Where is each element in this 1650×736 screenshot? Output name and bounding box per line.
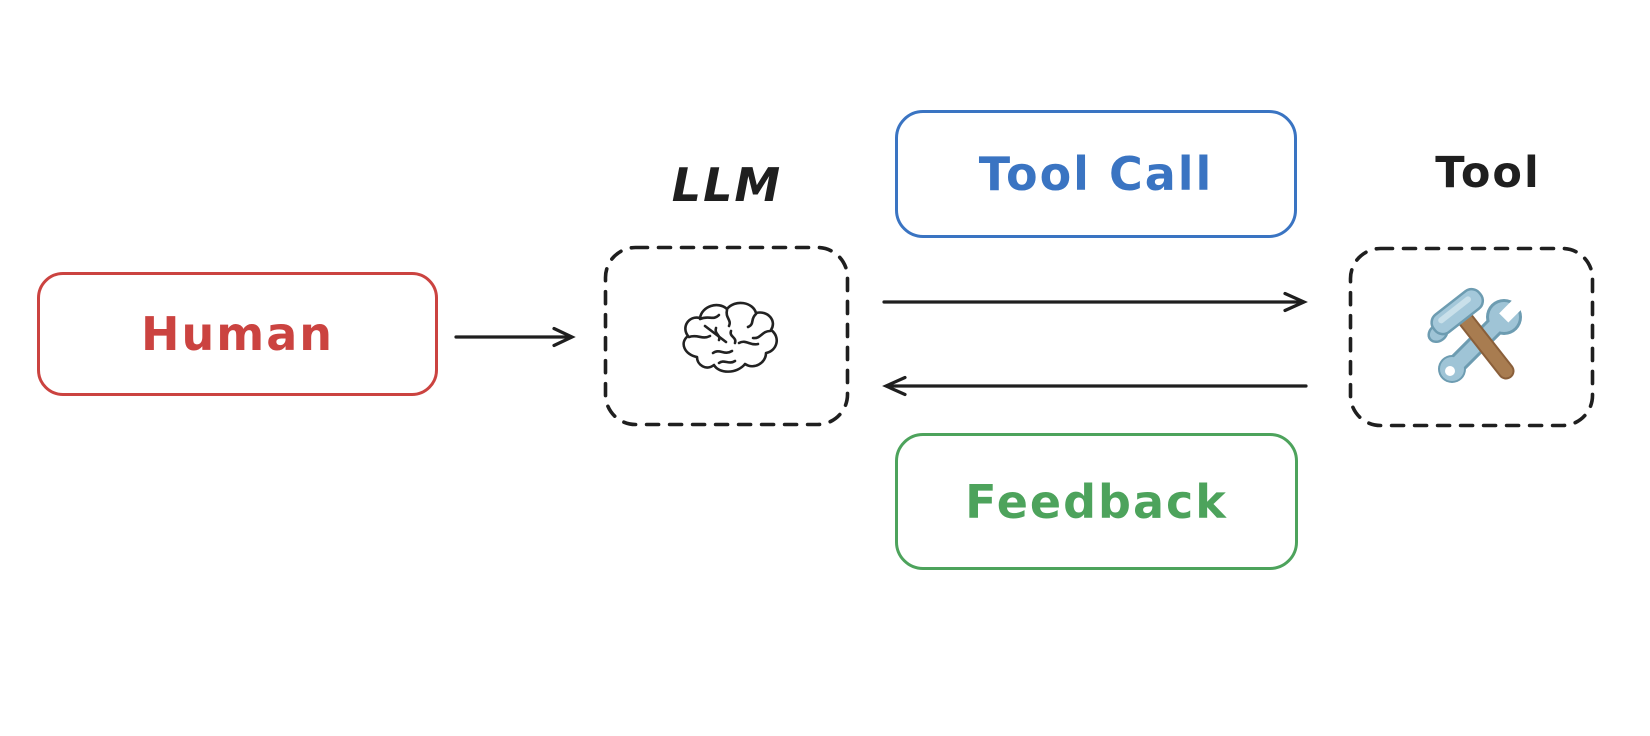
hammer-wrench-icon xyxy=(1427,287,1530,383)
human-node-label: Human xyxy=(141,307,334,361)
brain-icon xyxy=(682,301,779,373)
feedback-edge-label: Feedback xyxy=(895,433,1298,570)
tool-to-llm-arrow-icon xyxy=(882,375,1308,397)
tool-node-label: Tool xyxy=(1435,148,1541,198)
llm-to-tool-arrow-icon xyxy=(882,291,1308,313)
human-node: Human xyxy=(37,272,438,396)
tool-call-label-text: Tool Call xyxy=(978,147,1214,201)
human-to-llm-arrow-icon xyxy=(454,326,576,348)
feedback-label-text: Feedback xyxy=(965,474,1228,529)
llm-node-label: LLM xyxy=(671,158,783,212)
tool-call-edge-label: Tool Call xyxy=(895,110,1297,238)
